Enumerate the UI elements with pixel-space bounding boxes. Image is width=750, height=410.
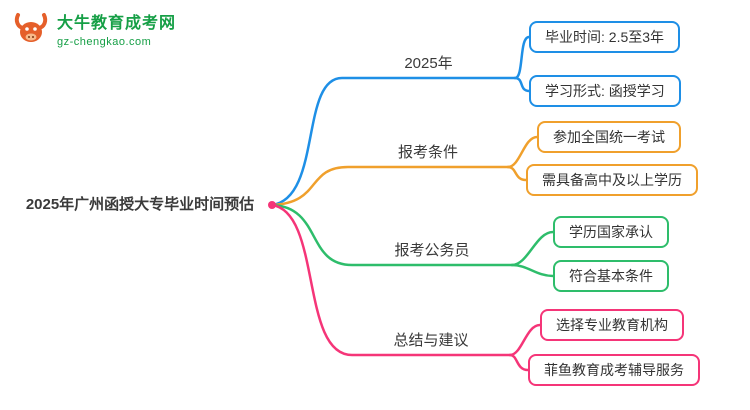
root-node[interactable]: 2025年广州函授大专毕业时间预估 bbox=[25, 196, 255, 213]
branch-curve-1 bbox=[270, 76, 517, 207]
leaf-node-study-mode[interactable]: 学习形式: 函授学习 bbox=[529, 75, 681, 107]
leaf-curve-4-1 bbox=[508, 323, 542, 357]
leaf-curve-1-1 bbox=[513, 35, 531, 80]
leaf-curve-1-2 bbox=[513, 76, 531, 93]
leaf-node-state-recognized[interactable]: 学历国家承认 bbox=[553, 216, 669, 248]
branch-curve-4 bbox=[270, 203, 512, 357]
branch-label-2025[interactable]: 2025年 bbox=[404, 55, 453, 72]
branch-label-requirements[interactable]: 报考条件 bbox=[397, 144, 458, 161]
leaf-node-tutoring-service[interactable]: 菲鱼教育成考辅导服务 bbox=[528, 354, 700, 386]
logo-title: 大牛教育成考网 bbox=[57, 14, 177, 32]
leaf-curve-3-2 bbox=[510, 263, 555, 278]
branch-label-civil-service[interactable]: 报考公务员 bbox=[394, 242, 470, 259]
leaf-curve-2-2 bbox=[506, 165, 528, 182]
leaf-node-choose-institution[interactable]: 选择专业教育机构 bbox=[540, 309, 684, 341]
root-junction-dot bbox=[268, 201, 276, 209]
branch-curve-3 bbox=[270, 203, 514, 267]
leaf-node-basic-conditions[interactable]: 符合基本条件 bbox=[553, 260, 669, 292]
leaf-node-education-requirement[interactable]: 需具备高中及以上学历 bbox=[526, 164, 698, 196]
bull-icon bbox=[14, 13, 48, 42]
logo-domain: gz-chengkao.com bbox=[57, 35, 152, 48]
leaf-curve-2-1 bbox=[506, 135, 539, 169]
leaf-node-graduation-time[interactable]: 毕业时间: 2.5至3年 bbox=[529, 21, 681, 53]
leaf-curve-4-2 bbox=[508, 353, 530, 372]
branch-curve-2 bbox=[270, 165, 510, 207]
site-logo[interactable]: 大牛教育成考网 gz-chengkao.com bbox=[12, 8, 176, 48]
leaf-curve-3-1 bbox=[510, 230, 555, 267]
branch-label-summary[interactable]: 总结与建议 bbox=[393, 332, 469, 349]
logo-text: 大牛教育成考网 gz-chengkao.com bbox=[57, 9, 176, 48]
leaf-node-national-exam[interactable]: 参加全国统一考试 bbox=[537, 121, 681, 153]
